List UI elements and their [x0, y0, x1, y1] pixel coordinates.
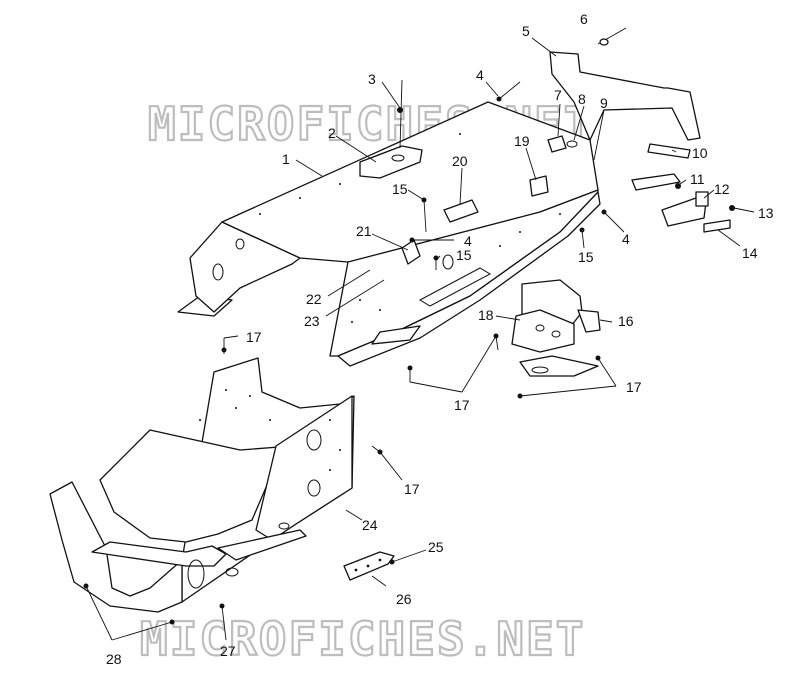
- callout-10: 10: [692, 145, 708, 161]
- callout-15: 15: [392, 181, 408, 197]
- callout-21: 21: [356, 223, 372, 239]
- callout-9: 9: [600, 95, 608, 111]
- callout-20: 20: [452, 153, 468, 169]
- callout-14: 14: [742, 245, 758, 261]
- upper-chassis: [177, 101, 601, 367]
- callout-5: 5: [522, 23, 530, 39]
- part-10: [647, 143, 691, 159]
- part-11: [631, 173, 681, 191]
- callout-6: 6: [580, 11, 588, 27]
- callout-17: 17: [454, 397, 470, 413]
- callout-3: 3: [368, 71, 376, 87]
- callout-4: 4: [464, 233, 472, 249]
- callout-7: 7: [554, 87, 562, 103]
- callout-19: 19: [514, 133, 530, 149]
- callout-22: 22: [306, 291, 322, 307]
- part-12-block: [695, 191, 709, 207]
- part-20: [443, 199, 479, 223]
- part-12: [661, 197, 707, 227]
- callout-24: 24: [362, 517, 378, 533]
- skid-assembly-16: [511, 279, 601, 377]
- part-21: [401, 239, 421, 265]
- callout-27: 27: [220, 643, 236, 659]
- callout-13: 13: [758, 205, 774, 221]
- callout-17: 17: [626, 379, 642, 395]
- part-6: [599, 38, 609, 46]
- leader-lines: [85, 37, 755, 641]
- seat-mount: [359, 145, 423, 179]
- callout-28: 28: [106, 651, 122, 667]
- callout-15: 15: [456, 247, 472, 263]
- callout-4: 4: [476, 67, 484, 83]
- callout-11: 11: [690, 171, 705, 187]
- callout-16: 16: [618, 313, 634, 329]
- part-8: [566, 140, 578, 148]
- callout-15: 15: [578, 249, 594, 265]
- part-13: [729, 205, 735, 211]
- callout-17: 17: [246, 329, 262, 345]
- callout-25: 25: [428, 539, 444, 555]
- callout-2: 2: [328, 125, 336, 141]
- callout-4: 4: [622, 231, 630, 247]
- hood-bracket: [549, 51, 701, 141]
- callout-18: 18: [478, 307, 494, 323]
- callout-17: 17: [404, 481, 420, 497]
- callout-12: 12: [714, 181, 730, 197]
- part-26-holes: [354, 558, 382, 572]
- lower-tunnel-24: [49, 357, 355, 613]
- callout-26: 26: [396, 591, 412, 607]
- part-7: [547, 135, 567, 153]
- callout-1: 1: [282, 151, 290, 167]
- callout-23: 23: [304, 313, 320, 329]
- watermark-bottom: MICROFICHES.NET: [140, 612, 585, 666]
- part-14: [703, 219, 731, 233]
- callout-labels: 1 2 3 4 4 4 5 6 7 8 9 10 11 12 13 14 15 …: [106, 11, 774, 667]
- callout-8: 8: [578, 91, 586, 107]
